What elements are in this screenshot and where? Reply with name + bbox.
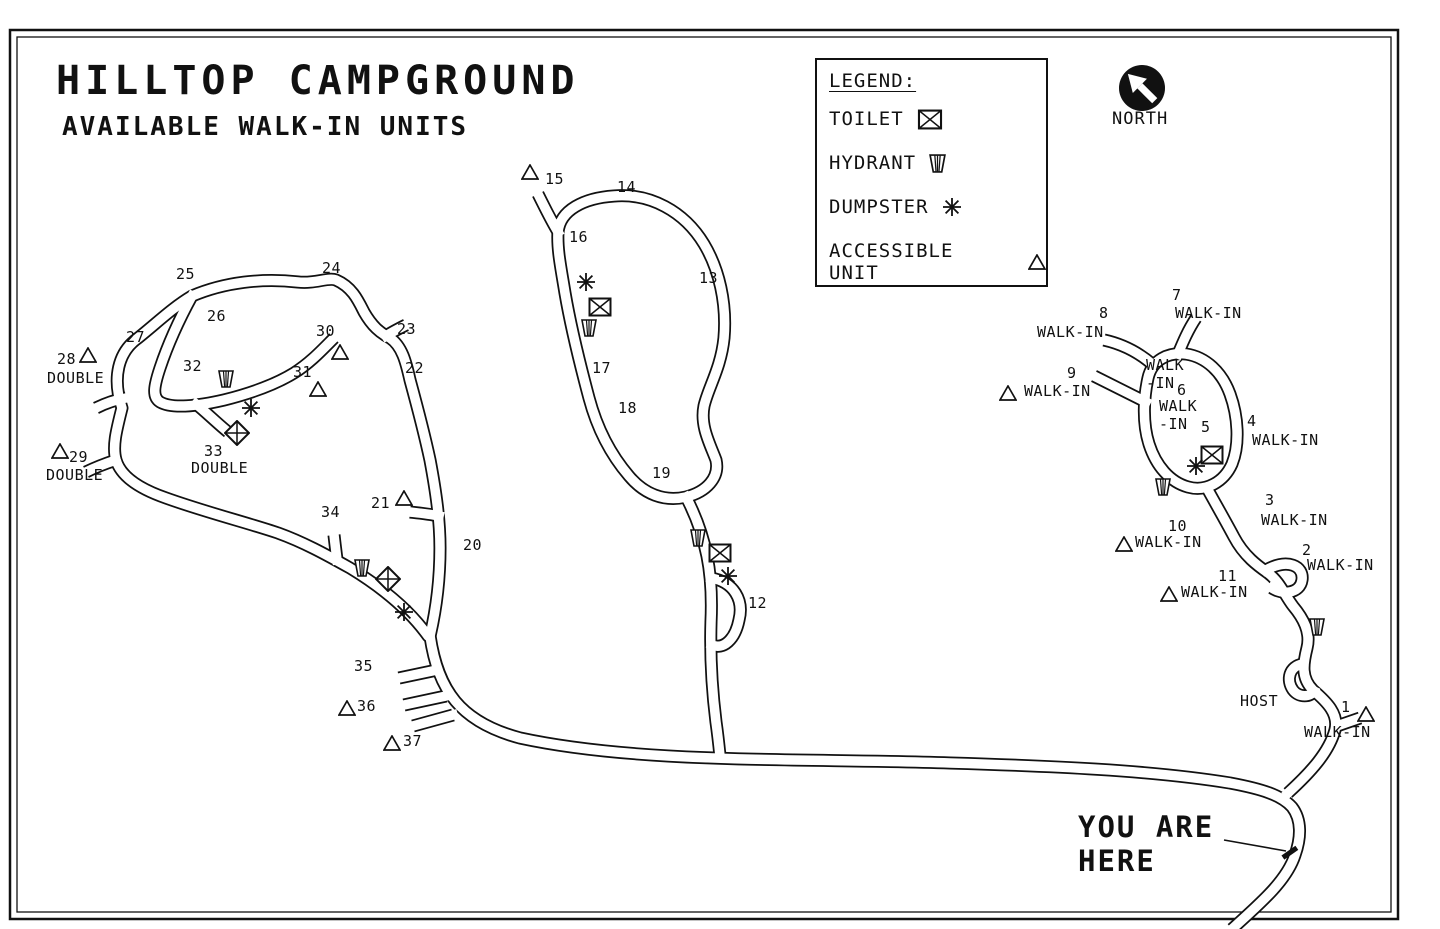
legend-panel: LEGEND: TOILET HYDRANT DUMPSTER ACCESSIB…	[815, 58, 1048, 287]
dumpster-icon	[942, 197, 962, 217]
north-label: NORTH	[1112, 109, 1169, 129]
site-10-walkin-label: WALK-IN	[1135, 533, 1202, 551]
site-18-label: 18	[618, 399, 638, 417]
site-17-label: 17	[592, 359, 612, 377]
site-29-label: 29	[69, 448, 89, 466]
site-4-walkin-label: WALK-IN	[1252, 431, 1319, 449]
toilet-icon	[917, 109, 943, 130]
site-11-label: 11	[1218, 567, 1238, 585]
site-28-label: 28	[57, 350, 77, 368]
walkin-line2: -IN	[1146, 373, 1175, 392]
site-30-label: 30	[316, 322, 336, 340]
north-arrow-icon	[1119, 65, 1165, 111]
site-1-label: 1	[1341, 698, 1351, 716]
page-title: HILLTOP CAMPGROUND	[56, 58, 580, 104]
site-20-label: 20	[463, 536, 483, 554]
site-32-label: 32	[183, 357, 203, 375]
site-4-label: 4	[1247, 412, 1257, 430]
site-2-walkin-label: WALK-IN	[1307, 556, 1374, 574]
legend-toilet-label: TOILET	[829, 108, 904, 130]
site-28-double-label: DOUBLE	[47, 369, 105, 387]
site-1-walkin-label: WALK-IN	[1304, 723, 1371, 741]
walkin-line2: -IN	[1159, 414, 1188, 433]
site-2-label: 2	[1302, 541, 1312, 559]
walkin-line1: WALK	[1146, 356, 1185, 374]
you-are-here-line1: YOU ARE	[1078, 810, 1215, 844]
site-21-label: 21	[371, 494, 391, 512]
site-37-label: 37	[403, 732, 423, 750]
site-24-label: 24	[322, 259, 342, 277]
site-6-walkin-label: WALK -IN	[1146, 356, 1185, 392]
site-22-label: 22	[405, 359, 425, 377]
legend-hydrant-label: HYDRANT	[829, 152, 917, 174]
site-5-walkin-label: WALK -IN	[1159, 397, 1198, 433]
you-are-here-label: YOU ARE HERE	[1078, 810, 1214, 878]
site-33-double-label: DOUBLE	[191, 459, 249, 477]
site-26-label: 26	[207, 307, 227, 325]
site-9-label: 9	[1067, 364, 1077, 382]
site-15-label: 15	[545, 170, 565, 188]
site-31-label: 31	[293, 363, 313, 381]
site-6-label: 6	[1177, 381, 1187, 399]
site-14-label: 14	[617, 178, 637, 196]
site-9-walkin-label: WALK-IN	[1024, 382, 1091, 400]
site-7-walkin-label: WALK-IN	[1175, 304, 1242, 322]
walkin-line1: WALK	[1159, 397, 1198, 415]
you-are-here-pointer	[1223, 839, 1287, 852]
accessible-icon	[1028, 254, 1046, 270]
site-25-label: 25	[176, 265, 196, 283]
site-34-label: 34	[321, 503, 341, 521]
site-11-walkin-label: WALK-IN	[1181, 583, 1248, 601]
site-8-walkin-label: WALK-IN	[1037, 323, 1104, 341]
site-33-label: 33	[204, 442, 224, 460]
legend-item-hydrant: HYDRANT	[829, 152, 1046, 174]
legend-item-dumpster: DUMPSTER	[829, 196, 1046, 218]
page-subtitle: AVAILABLE WALK-IN UNITS	[62, 112, 469, 142]
site-12-label: 12	[748, 594, 768, 612]
site-23-label: 23	[397, 320, 417, 338]
site-8-label: 8	[1099, 304, 1109, 322]
you-are-here-line2: HERE	[1078, 844, 1156, 878]
site-27-label: 27	[126, 328, 146, 346]
site-3-label: 3	[1265, 491, 1275, 509]
site-10-label: 10	[1168, 517, 1188, 535]
legend-item-accessible: ACCESSIBLE UNIT	[829, 240, 1046, 284]
site-5-label: 5	[1201, 418, 1211, 436]
site-3-walkin-label: WALK-IN	[1261, 511, 1328, 529]
legend-dumpster-label: DUMPSTER	[829, 196, 929, 218]
site-19-label: 19	[652, 464, 672, 482]
legend-heading: LEGEND:	[829, 70, 917, 92]
you-are-here-marker	[1281, 845, 1299, 860]
site-36-label: 36	[357, 697, 377, 715]
site-29-double-label: DOUBLE	[46, 466, 104, 484]
site-7-label: 7	[1172, 286, 1182, 304]
site-35-label: 35	[354, 657, 374, 675]
hydrant-icon	[929, 154, 946, 173]
site-16-label: 16	[569, 228, 589, 246]
legend-item-toilet: TOILET	[829, 108, 1046, 130]
map-border	[8, 28, 1400, 921]
site-13-label: 13	[699, 269, 719, 287]
host-label: HOST	[1240, 692, 1279, 710]
legend-accessible-label: ACCESSIBLE UNIT	[829, 240, 954, 284]
